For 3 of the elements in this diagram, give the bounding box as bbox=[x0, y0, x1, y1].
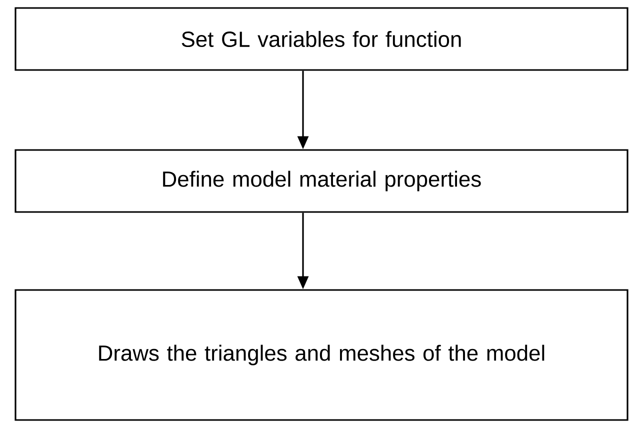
process-box: Set GL variables for function bbox=[14, 7, 628, 71]
process-box: Define model material properties bbox=[14, 149, 628, 213]
process-box: Draws the triangles and meshes of the model bbox=[14, 289, 628, 421]
